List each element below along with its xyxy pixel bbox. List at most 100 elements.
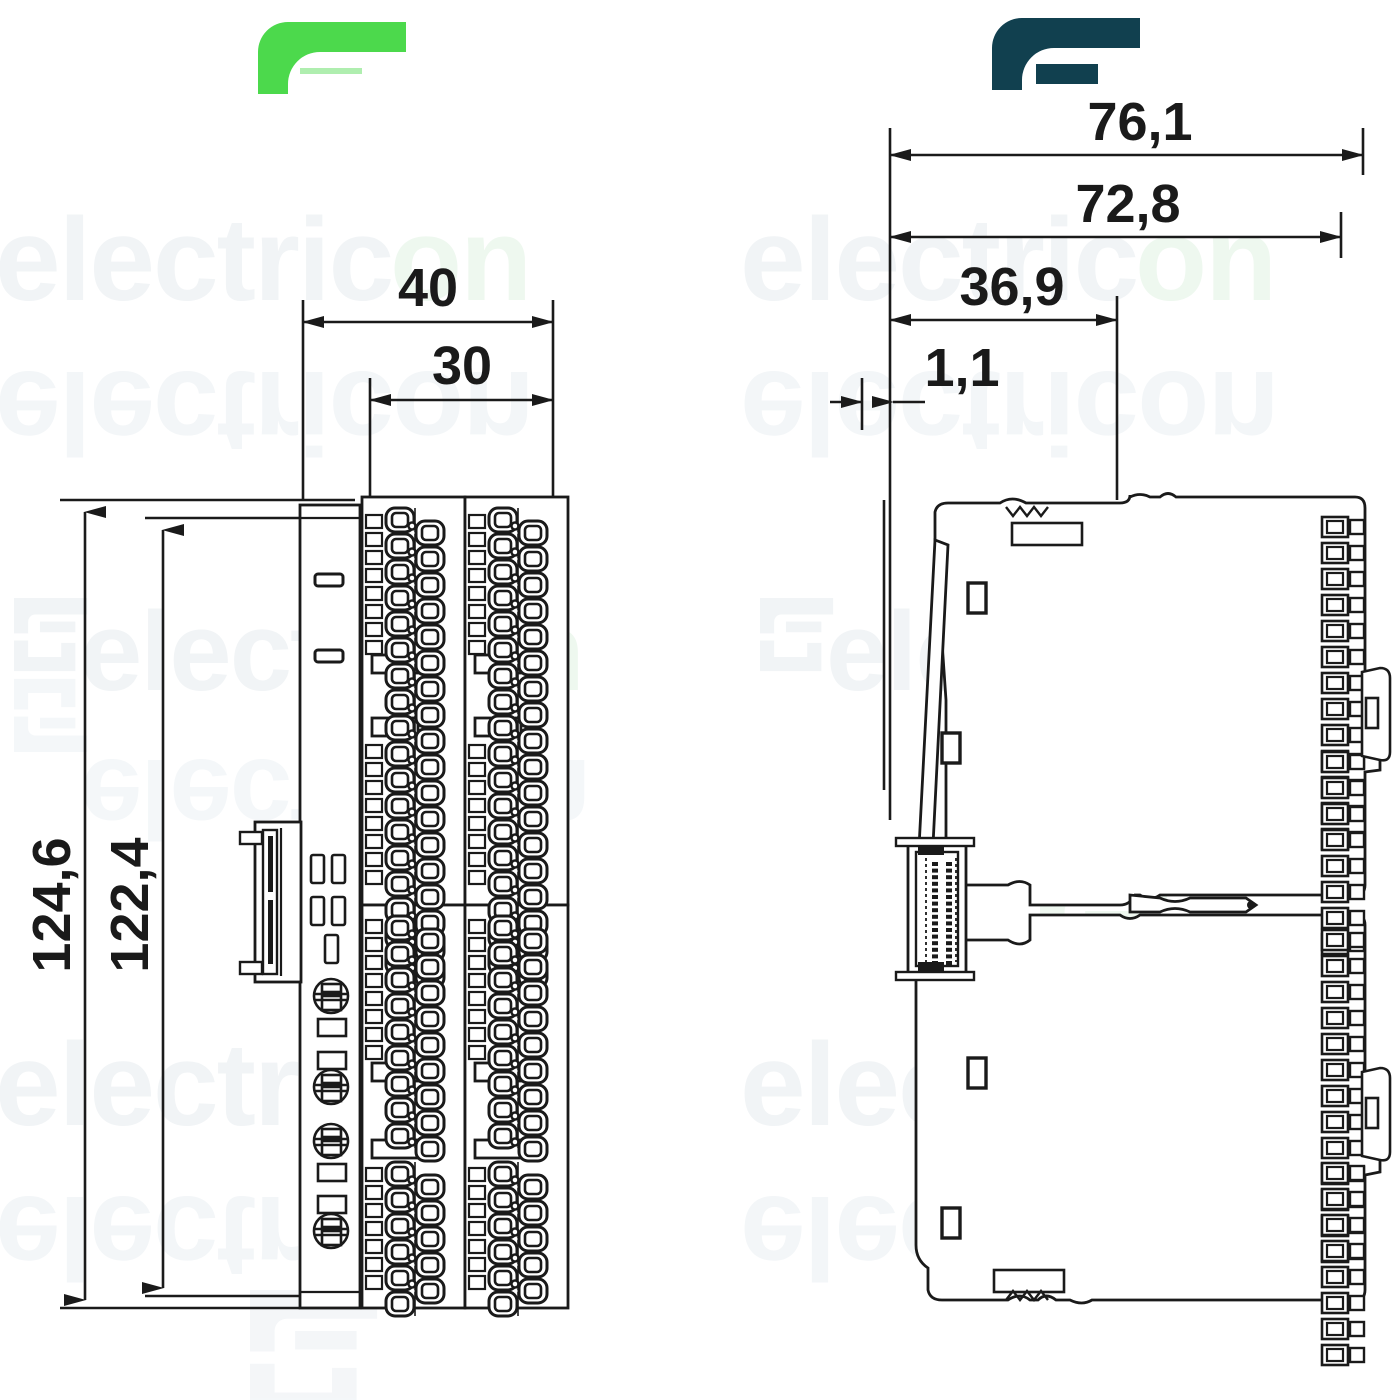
terminal-contact-bore [420,680,440,698]
front-slot [313,648,345,664]
terminal-contact-bore [523,1256,543,1274]
terminal-contact-bore [390,797,410,815]
label-recess [992,1268,1066,1294]
terminal-contact-bore [493,615,513,633]
terminal-contact-bore [390,771,410,789]
side-terminal-notch [1348,570,1366,588]
terminal-contact-bore [493,1217,513,1235]
connector-pin [932,941,938,946]
terminal-contact-bore [390,1101,410,1119]
side-terminal-bore [1325,623,1345,639]
label-recess [1010,521,1084,547]
screw-knob [312,977,350,1015]
side-terminal-notch [1348,1294,1366,1312]
dim-label-72-8: 72,8 [1075,174,1180,234]
terminal-contact-bore [390,1075,410,1093]
terminal-column [384,914,446,1163]
side-terminal-notch [1348,883,1366,901]
side-terminal-notch [1348,596,1366,614]
side-terminal-bore [1325,754,1345,770]
terminal-contact-bore [420,958,440,976]
terminal-contact-bore [493,849,513,867]
terminal-contact-bore [420,758,440,776]
side-terminal-bore [1325,727,1345,743]
terminal-contact-bore [523,1010,543,1028]
side-dimension-group [830,128,1365,500]
terminal-contact-bore [420,732,440,750]
terminal-contact-bore [390,641,410,659]
terminal-contact-bore [420,984,440,1002]
terminal-contact-bore [390,1165,410,1183]
side-terminal-bore [1325,858,1345,874]
terminal-contact-bore [523,602,543,620]
dim-label-30: 30 [432,336,492,396]
connector-pin [932,928,938,932]
terminal-contact-bore [390,615,410,633]
housing-interlock [1128,893,1259,914]
side-terminal-bore [1325,1217,1345,1233]
front-view [238,495,570,1318]
side-terminal-bore [1325,984,1345,1000]
connector-pin [932,881,938,886]
terminal-contact-bore [493,589,513,607]
side-terminal-notch [1348,753,1366,771]
terminal-contact-bore [523,680,543,698]
connector-pin [946,961,952,965]
terminal-contact-bore [390,563,410,581]
connector-pin [946,875,952,880]
dim-label-36-9: 36,9 [959,257,1064,317]
terminal-contact-bore [420,602,440,620]
side-terminal-notch [1348,1216,1366,1234]
side-slot [966,581,988,615]
connector-pin [946,934,952,939]
side-terminal-bore [1325,545,1345,561]
terminal-contact-bore [523,932,543,950]
connector-pin [946,881,952,886]
side-terminal-notch [1348,1061,1366,1079]
terminal-contact-bore [420,1178,440,1196]
terminal-contact-bore [493,719,513,737]
terminal-contact-bore [420,706,440,724]
watermark-text-accent: on [1135,194,1275,326]
connector-pin [946,862,952,866]
terminal-contact-bore [493,971,513,989]
side-slot [966,1056,988,1090]
terminal-contact-bore [390,1127,410,1145]
terminal-contact-bore [390,1023,410,1041]
side-terminal-notch [1348,1164,1366,1182]
side-terminal-notch [1348,857,1366,875]
screw-knob-group [312,977,350,1250]
side-terminal-notch [1348,831,1366,849]
watermark-row: electric on electricon [740,194,1279,478]
side-terminal-notch [1348,1320,1366,1338]
connector-pin [946,895,952,899]
watermark-text-accent: on [390,194,530,326]
terminal-contact-bore [523,524,543,542]
terminal-contact-bore [390,537,410,555]
terminal-contact-bore [493,797,513,815]
side-terminal-bore [1325,1191,1345,1207]
knob-label-plate [316,1050,348,1071]
side-terminal-bore [1325,1036,1345,1052]
side-terminal-bore [1325,649,1345,665]
terminal-contact-bore [390,1049,410,1067]
side-terminal-bore [1325,1165,1345,1181]
terminal-contact-bore [523,888,543,906]
terminal-contact-bore [493,1023,513,1041]
terminal-contact-bore [390,945,410,963]
terminal-contact-bore [523,576,543,594]
terminal-contact-bore [390,971,410,989]
watermark-row: electric on electricon [0,194,534,478]
connector-pin [946,928,952,932]
terminal-column [487,1160,549,1318]
connector-pin [946,868,952,873]
side-slot [940,731,962,765]
vent-slots [364,918,384,1061]
side-terminal-bore [1325,1243,1345,1259]
terminal-contact-bore [523,1088,543,1106]
vent-slots [364,1166,384,1291]
connector-pin [946,941,952,946]
terminal-contact-bore [420,576,440,594]
side-terminal-bore [1325,571,1345,587]
